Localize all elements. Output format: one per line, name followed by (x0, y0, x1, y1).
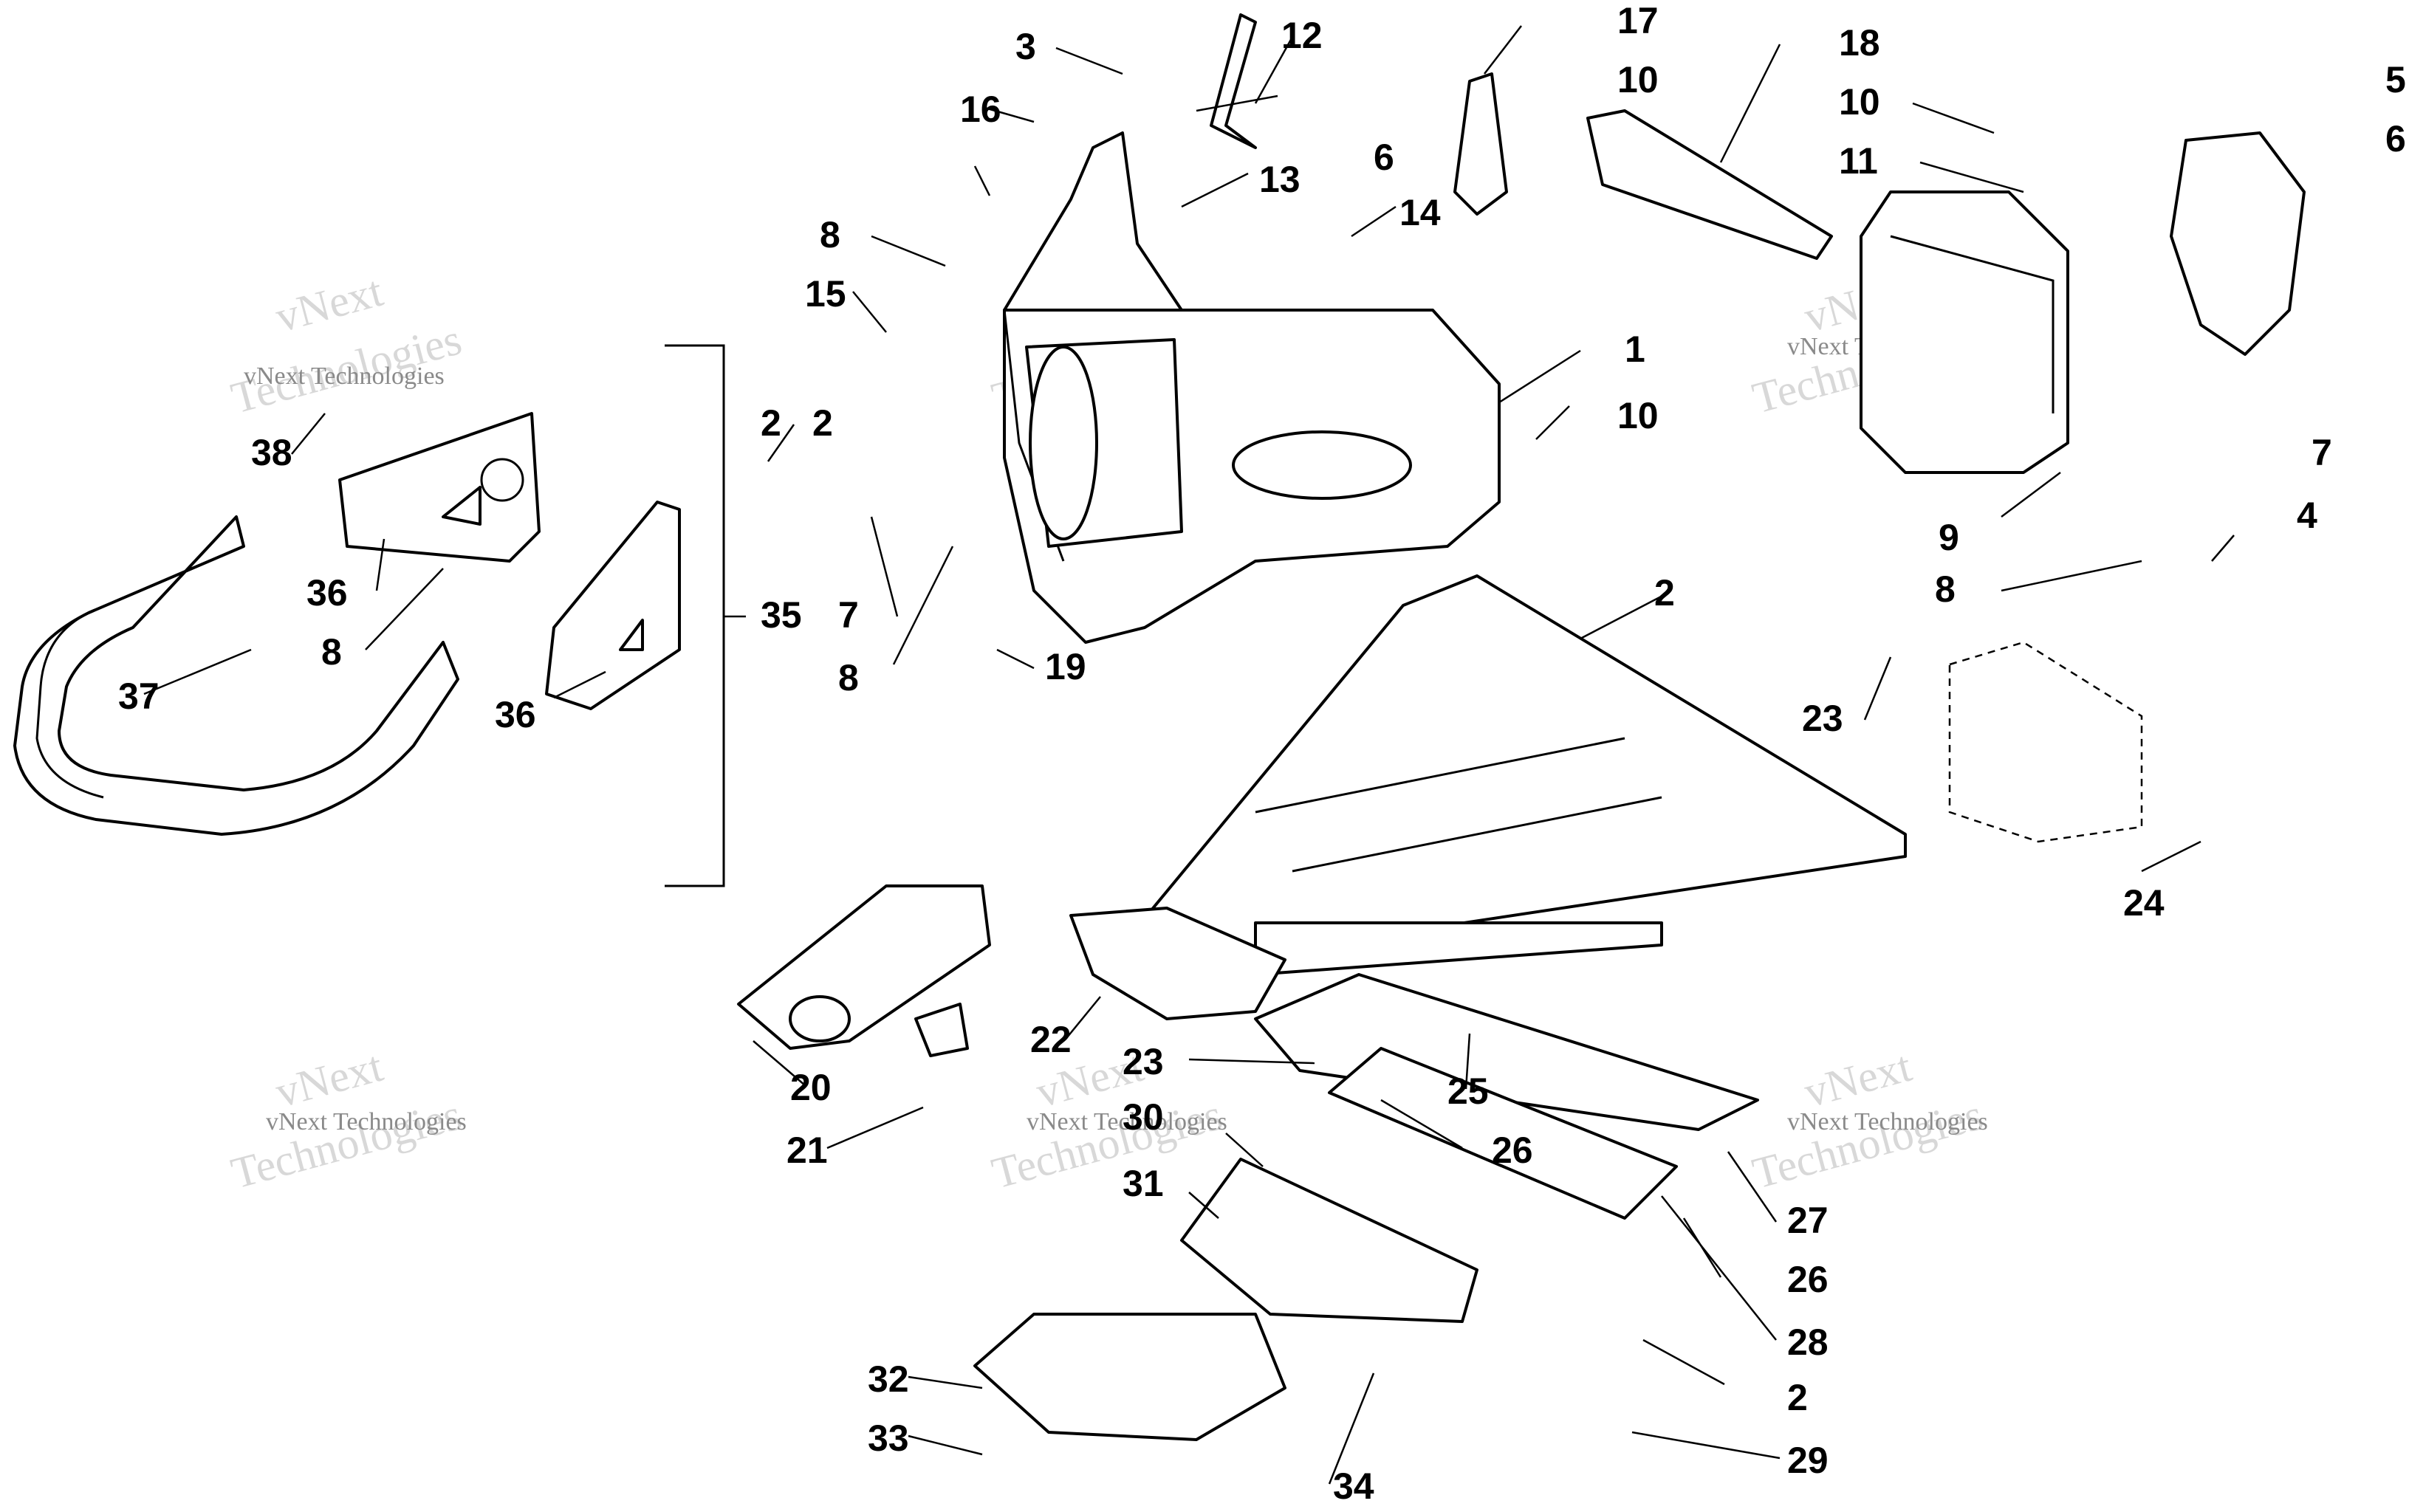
callout-31: 31 (1123, 1163, 1164, 1204)
callout-6: 6 (1374, 137, 1394, 178)
callout-25: 25 (1447, 1071, 1489, 1112)
plate-part-32 (973, 1313, 1286, 1441)
callout-1: 1 (1625, 329, 1645, 370)
mount-housing-part (1860, 190, 2069, 474)
arm-part (1069, 907, 1286, 1020)
callout-23: 23 (1802, 698, 1843, 739)
callout-28: 28 (1787, 1322, 1829, 1363)
callout-38: 38 (251, 432, 292, 473)
skid-plate-middle (1328, 1047, 1678, 1220)
callout-23: 23 (1123, 1041, 1164, 1082)
callout-19: 19 (1045, 646, 1086, 687)
callout-30: 30 (1123, 1096, 1164, 1138)
callout-7: 7 (838, 594, 859, 636)
callout-2: 2 (761, 402, 781, 444)
callout-17: 17 (1617, 0, 1659, 41)
callout-18: 18 (1839, 22, 1880, 63)
watermark-left-bottom: vNext Technologies vNext Technologies (226, 1042, 466, 1198)
bracket-lower (545, 501, 681, 710)
callout-9: 9 (1939, 517, 1959, 558)
svg-text:vNext: vNext (270, 267, 388, 342)
callout-10: 10 (1617, 395, 1659, 436)
callout-2: 2 (1787, 1377, 1808, 1418)
svg-text:vNext Technologies: vNext Technologies (244, 362, 445, 390)
callout-14: 14 (1399, 192, 1441, 233)
callout-3: 3 (1015, 26, 1036, 67)
nose-bracket-part (1453, 72, 1508, 216)
callout-2: 2 (812, 402, 833, 444)
svg-text:Technologies: Technologies (987, 1090, 1227, 1197)
callout-32: 32 (868, 1358, 909, 1400)
mount-part-5 (2170, 131, 2306, 356)
callout-22: 22 (1030, 1019, 1072, 1060)
callout-11: 11 (1839, 140, 1878, 182)
bulkhead-part (1003, 131, 1501, 644)
lower-frame-part (1121, 574, 1907, 976)
svg-text:Technologies: Technologies (226, 1090, 466, 1197)
plate-part-31 (1180, 1158, 1478, 1323)
callout-8: 8 (820, 214, 840, 255)
svg-text:vNext: vNext (1799, 1042, 1916, 1117)
leader-lines (143, 25, 2235, 1485)
callout-8: 8 (321, 631, 342, 673)
callout-20: 20 (790, 1067, 832, 1108)
callout-13: 13 (1259, 159, 1301, 200)
watermark-center-bottom: vNext Technologies vNext Technologies (987, 1042, 1227, 1198)
callout-10: 10 (1617, 59, 1659, 100)
callout-24: 24 (2123, 882, 2165, 924)
callout-34: 34 (1333, 1465, 1374, 1507)
callout-26: 26 (1787, 1259, 1829, 1300)
callout-37: 37 (118, 676, 160, 717)
hinge-part (1948, 641, 2143, 843)
callout-21: 21 (787, 1130, 828, 1171)
svg-text:Technologies: Technologies (1747, 1090, 1987, 1197)
callout-10: 10 (1839, 81, 1880, 123)
callout-29: 29 (1787, 1440, 1829, 1481)
callout-4: 4 (2297, 495, 2317, 536)
svg-text:vNext: vNext (270, 1042, 388, 1117)
callout-2: 2 (1654, 572, 1675, 614)
callout-27: 27 (1787, 1200, 1829, 1241)
svg-text:vNext Technologies: vNext Technologies (1787, 1108, 1988, 1135)
bumper-part (13, 515, 459, 836)
watermark-left-top: vNext Technologies vNext Technologies (226, 267, 466, 423)
svg-text:vNext Technologies: vNext Technologies (266, 1108, 467, 1135)
frame-plate-part (1586, 109, 1833, 260)
callout-12: 12 (1281, 15, 1323, 56)
watermark-right-bottom: vNext Technologies vNext Technologies (1747, 1042, 1987, 1198)
callout-33: 33 (868, 1418, 909, 1459)
callout-36: 36 (495, 694, 536, 735)
callout-5: 5 (2385, 59, 2406, 100)
callout-8: 8 (838, 657, 859, 698)
callout-16: 16 (960, 89, 1001, 130)
bracket-upper (338, 412, 541, 563)
pedal-part (1210, 13, 1257, 149)
callout-36: 36 (306, 572, 348, 614)
callout-8: 8 (1935, 568, 1956, 610)
callout-labels: 1 2 2 2 2 3 4 5 6 6 7 7 8 8 8 8 9 10 10 … (118, 0, 2406, 1507)
spindle-part (737, 884, 991, 1057)
callout-6: 6 (2385, 118, 2406, 159)
svg-text:vNext Technologies: vNext Technologies (1027, 1108, 1227, 1135)
callout-15: 15 (805, 273, 846, 315)
callout-35: 35 (761, 594, 802, 636)
callout-7: 7 (2312, 432, 2332, 473)
callout-26: 26 (1492, 1130, 1533, 1171)
